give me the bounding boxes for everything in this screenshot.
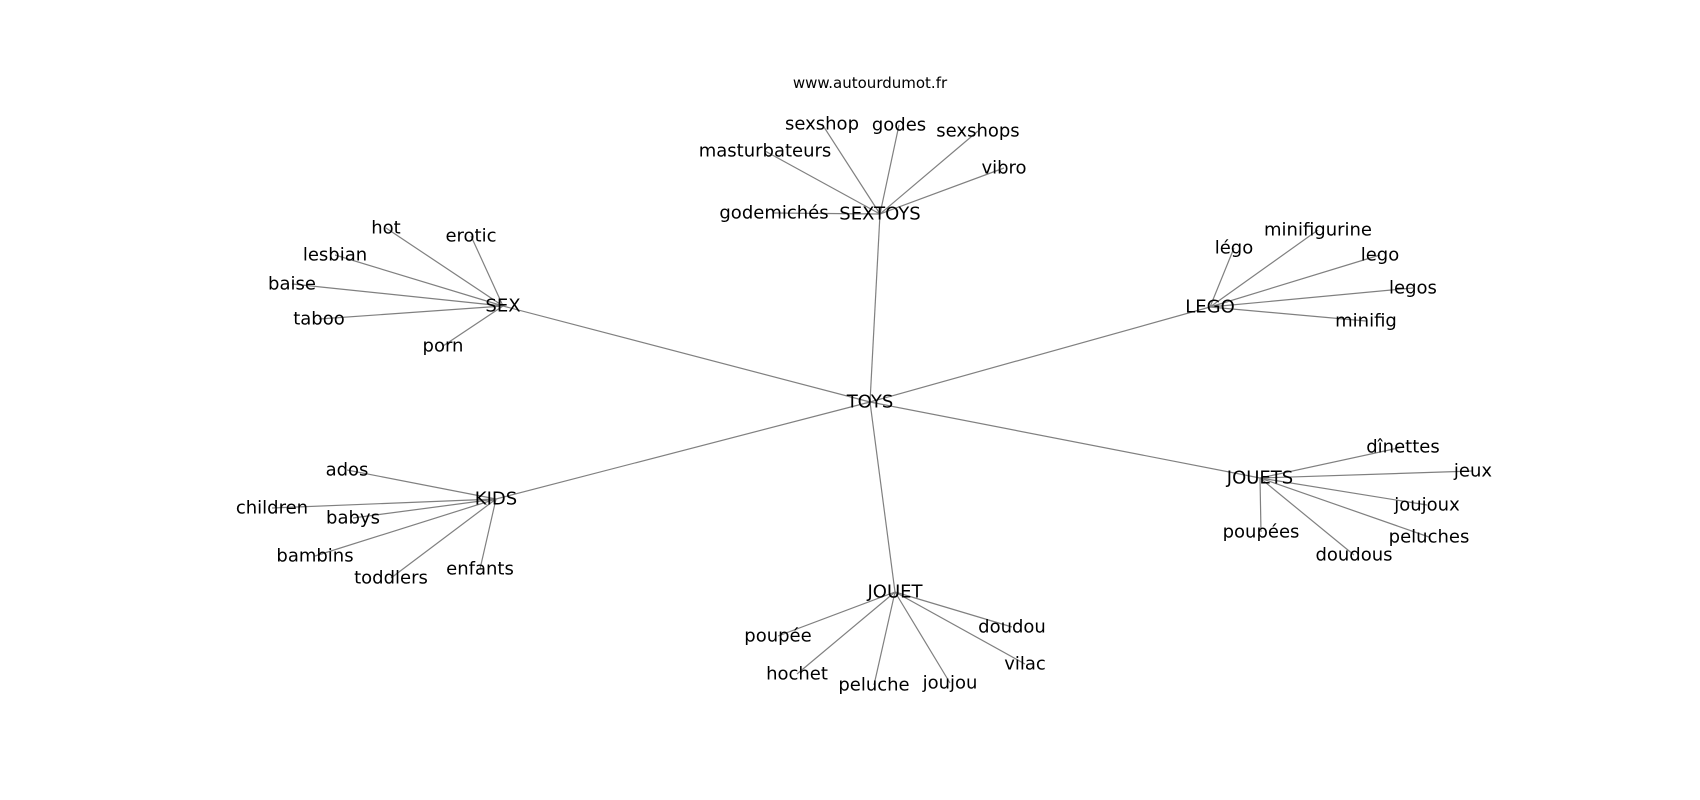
- edge-kids-children: [271, 498, 497, 509]
- edge-kids-babys: [352, 498, 497, 519]
- edge-jouets-dinettes: [1259, 446, 1404, 479]
- word-node-toddlers: toddlers: [354, 568, 428, 589]
- word-node-babys: babys: [326, 508, 380, 529]
- word-node-porn: porn: [423, 336, 464, 357]
- edge-jouets-poupees: [1259, 477, 1262, 533]
- edge-lego-minifigurine: [1209, 229, 1319, 308]
- word-node-lesbian: lesbian: [303, 245, 367, 266]
- word-node-joujou: joujou: [922, 673, 978, 694]
- edge-sex-baise: [291, 283, 504, 307]
- edge-lego-minifig: [1209, 306, 1367, 322]
- hub-node-kids: KIDS: [475, 489, 517, 510]
- edge-lego-lego: [1209, 254, 1381, 308]
- word-node-minifigurine: minifigurine: [1264, 220, 1372, 241]
- word-node-ados: ados: [326, 460, 369, 481]
- edge-jouet-hochet: [796, 591, 896, 675]
- edge-kids-bambins: [314, 498, 497, 557]
- edge-jouets-doudous: [1259, 477, 1355, 556]
- edge-sextoys-vibro: [879, 167, 1005, 215]
- edge-toys-jouets: [869, 401, 1261, 479]
- edge-kids-ados: [346, 469, 497, 500]
- word-node-doudous: doudous: [1315, 545, 1392, 566]
- edge-toys-sextoys: [869, 213, 881, 403]
- word-node-enfants: enfants: [446, 559, 514, 580]
- edge-jouet-poupee: [777, 591, 896, 637]
- word-node-godemiches: godemichés: [719, 203, 828, 224]
- hub-node-sex: SEX: [485, 296, 520, 317]
- word-node-children: children: [236, 498, 308, 519]
- word-node-vilac: vilac: [1004, 654, 1046, 675]
- edge-jouet-peluche: [873, 591, 896, 686]
- word-node-peluche: peluche: [838, 675, 909, 696]
- edge-jouets-joujoux: [1259, 477, 1428, 506]
- word-node-dinettes: dînettes: [1366, 437, 1439, 458]
- graph-edges: [271, 123, 1474, 686]
- word-node-lego: lego: [1361, 245, 1400, 266]
- edge-kids-toddlers: [390, 498, 497, 579]
- word-node-hochet: hochet: [766, 664, 828, 685]
- edge-sextoys-godes: [879, 124, 900, 215]
- edge-jouet-joujou: [894, 591, 951, 684]
- word-node-vibro: vibro: [981, 158, 1026, 179]
- word-node-taboo: taboo: [293, 309, 345, 330]
- edge-jouets-peluches: [1259, 477, 1430, 538]
- word-node-minifig: minifig: [1335, 311, 1397, 332]
- word-node-poupee: poupée: [744, 626, 811, 647]
- edge-lego-legos: [1209, 287, 1414, 308]
- edge-kids-enfants: [479, 498, 497, 570]
- edge-jouet-doudou: [894, 591, 1013, 628]
- word-node-peluches: peluches: [1389, 527, 1470, 548]
- word-node-joujoux: joujoux: [1393, 495, 1460, 516]
- edge-sextoys-sexshops: [879, 130, 979, 215]
- word-node-baise: baise: [268, 274, 316, 295]
- edge-lego-lego: [1209, 247, 1235, 308]
- word-node-sexshop: sexshop: [785, 114, 859, 135]
- edge-sex-hot: [385, 227, 504, 307]
- word-node-jeux: jeux: [1453, 461, 1492, 482]
- edge-sextoys-masturbateurs: [764, 150, 881, 215]
- edge-sextoys-sexshop: [821, 123, 881, 215]
- edge-toys-sex: [502, 305, 871, 403]
- edge-sex-erotic: [470, 235, 504, 307]
- edge-sextoys-godemiches: [773, 212, 881, 215]
- edge-toys-lego: [869, 306, 1211, 403]
- center-node-toys: TOYS: [846, 392, 894, 413]
- edge-jouet-vilac: [894, 591, 1026, 665]
- hub-node-jouets: JOUETS: [1226, 468, 1293, 489]
- edge-toys-jouet: [869, 401, 896, 593]
- edge-jouets-jeux: [1259, 470, 1474, 479]
- hub-node-jouet: JOUET: [866, 582, 923, 603]
- graph-labels: TOYS SEXTOYS sexshop godes sexshops masturbat…: [236, 114, 1493, 696]
- word-node-erotic: erotic: [445, 226, 496, 247]
- word-node-doudou: doudou: [978, 617, 1046, 638]
- edge-toys-kids: [495, 401, 871, 500]
- word-node-godes: godes: [872, 115, 926, 136]
- word-node-bambins: bambins: [276, 546, 353, 567]
- edge-sex-porn: [442, 305, 504, 347]
- hub-node-sextoys: SEXTOYS: [839, 204, 920, 225]
- word-node-poupees: poupées: [1223, 522, 1300, 543]
- word-node-masturbateurs: masturbateurs: [699, 141, 832, 162]
- edge-sex-taboo: [318, 305, 504, 320]
- edge-sex-lesbian: [334, 254, 504, 307]
- word-node-lego: légo: [1215, 238, 1254, 259]
- word-node-legos: legos: [1389, 278, 1437, 299]
- source-label: www.autourdumot.fr: [793, 74, 948, 92]
- word-node-hot: hot: [371, 218, 400, 239]
- word-node-sexshops: sexshops: [936, 121, 1019, 142]
- hub-node-lego: LEGO: [1185, 297, 1235, 318]
